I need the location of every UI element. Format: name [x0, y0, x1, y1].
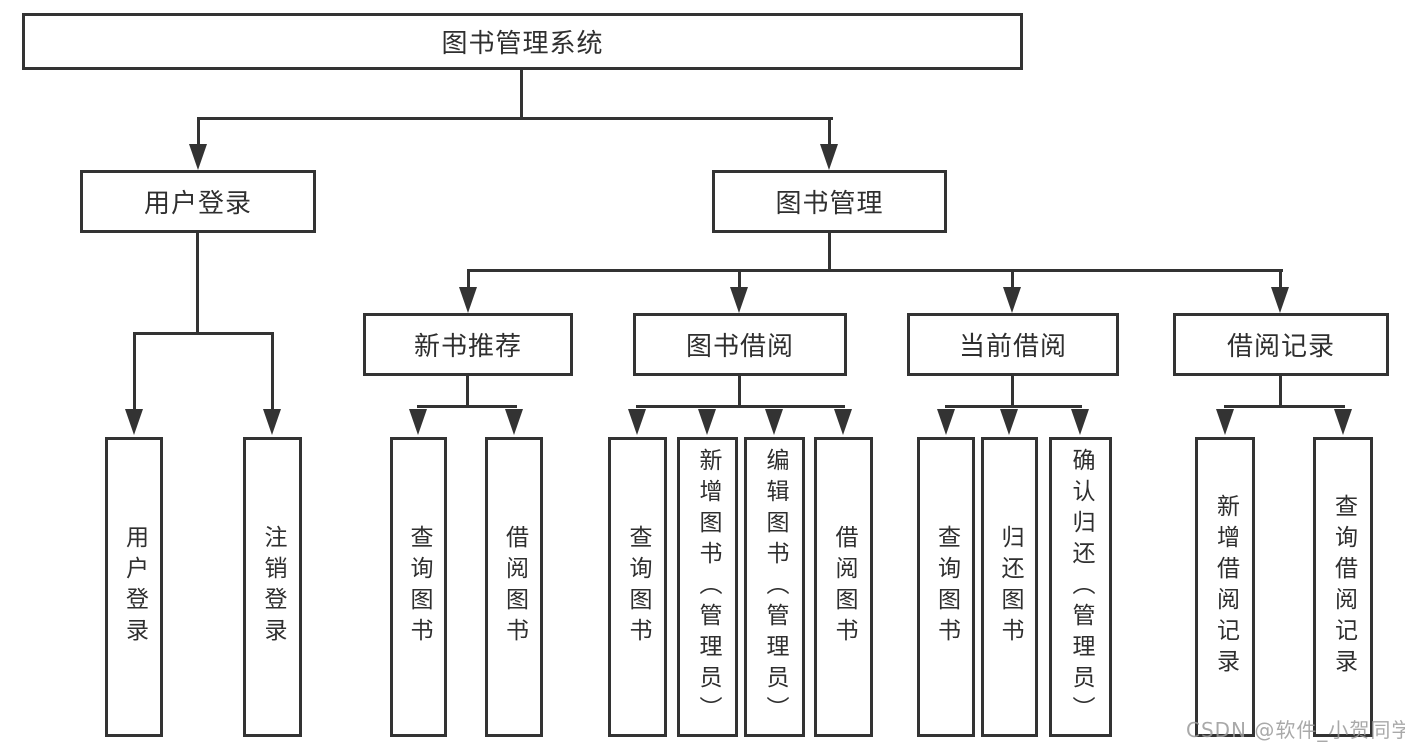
connector-user-login-drop-right — [271, 332, 274, 410]
node-borrowing-records-label: 借阅记录 — [1226, 332, 1335, 362]
connector-level3-rail — [467, 269, 1283, 272]
leaf-cb-query-books-label: 查询图书 — [933, 525, 960, 649]
connector-book-management-stem — [828, 233, 831, 272]
arrowhead-leaf-logout — [263, 409, 281, 435]
node-book-management: 图书管理 — [712, 170, 947, 233]
arrowhead-borrow-records — [1271, 287, 1289, 313]
arrowhead-new-book-rec — [459, 287, 477, 313]
connector-bb-stem — [738, 376, 741, 407]
node-new-book-recommendation-label: 新书推荐 — [413, 332, 522, 362]
arrowhead-bb-query — [628, 409, 646, 435]
arrowhead-current-borrow — [1003, 287, 1021, 313]
leaf-bb-edit-books-admin-label: 编辑图书（管理员） — [762, 447, 788, 727]
connector-root-stem — [520, 67, 523, 119]
arrowhead-bb-borrow — [834, 409, 852, 435]
arrowhead-cb-return — [1000, 409, 1018, 435]
connector-level2-drop-right — [828, 117, 831, 146]
node-book-borrowing: 图书借阅 — [633, 313, 847, 376]
arrowhead-user-login — [189, 144, 207, 170]
connector-level3-drop-1 — [467, 269, 470, 289]
arrowhead-bb-add — [698, 409, 716, 435]
csdn-watermark: CSDN @软件_小贺同学 — [1186, 718, 1405, 742]
arrowhead-book-borrow — [730, 287, 748, 313]
node-new-book-recommendation: 新书推荐 — [363, 313, 573, 376]
leaf-cb-query-books: 查询图书 — [917, 437, 975, 737]
leaf-nbr-query-books: 查询图书 — [390, 437, 447, 737]
arrowhead-cb-query — [937, 409, 955, 435]
leaf-user-login-label: 用户登录 — [121, 525, 148, 649]
node-book-borrowing-label: 图书借阅 — [685, 332, 794, 362]
leaf-logout-label: 注销登录 — [260, 525, 286, 649]
node-root: 图书管理系统 — [22, 13, 1023, 70]
leaf-br-query-record: 查询借阅记录 — [1313, 437, 1373, 737]
connector-cb-stem — [1011, 376, 1014, 407]
node-current-borrowing-label: 当前借阅 — [958, 332, 1067, 362]
leaf-logout: 注销登录 — [243, 437, 302, 737]
connector-br-rail — [1224, 405, 1345, 408]
arrowhead-br-query — [1334, 409, 1352, 435]
leaf-nbr-query-books-label: 查询图书 — [406, 525, 432, 649]
connector-user-login-drop-left — [133, 332, 136, 410]
connector-level3-drop-4 — [1279, 269, 1282, 289]
connector-user-login-stem — [196, 233, 199, 335]
leaf-cb-return-books-label: 归还图书 — [997, 525, 1023, 649]
leaf-bb-query-books-label: 查询图书 — [625, 525, 651, 649]
connector-bb-rail — [636, 405, 845, 408]
leaf-br-query-record-label: 查询借阅记录 — [1330, 494, 1357, 680]
leaf-user-login: 用户登录 — [105, 437, 163, 737]
connector-level3-drop-3 — [1011, 269, 1014, 289]
leaf-bb-add-books-admin: 新增图书（管理员） — [677, 437, 738, 737]
connector-br-stem — [1279, 376, 1282, 407]
leaf-br-add-record: 新增借阅记录 — [1195, 437, 1255, 737]
node-book-management-label: 图书管理 — [775, 189, 884, 219]
node-user-login-label: 用户登录 — [143, 189, 252, 219]
leaf-bb-edit-books-admin: 编辑图书（管理员） — [744, 437, 805, 737]
connector-level2-drop-left — [197, 117, 200, 146]
arrowhead-nbr-borrow — [505, 409, 523, 435]
leaf-bb-borrow-books: 借阅图书 — [814, 437, 873, 737]
connector-level3-drop-2 — [738, 269, 741, 289]
node-root-label: 图书管理系统 — [441, 29, 604, 59]
arrowhead-br-add — [1216, 409, 1234, 435]
leaf-cb-confirm-return-admin: 确认归还（管理员） — [1049, 437, 1112, 737]
node-borrowing-records: 借阅记录 — [1173, 313, 1389, 376]
leaf-bb-add-books-admin-label: 新增图书（管理员） — [695, 447, 721, 727]
connector-level2-rail — [197, 117, 833, 120]
connector-nbr-stem — [466, 376, 469, 407]
connector-nbr-rail — [417, 405, 517, 408]
node-current-borrowing: 当前借阅 — [907, 313, 1119, 376]
leaf-br-add-record-label: 新增借阅记录 — [1212, 494, 1239, 680]
node-user-login: 用户登录 — [80, 170, 316, 233]
arrowhead-nbr-query — [409, 409, 427, 435]
leaf-bb-borrow-books-label: 借阅图书 — [831, 525, 857, 649]
arrowhead-leaf-user-login — [125, 409, 143, 435]
connector-user-login-rail — [133, 332, 274, 335]
connector-cb-rail — [945, 405, 1082, 408]
arrowhead-bb-edit — [765, 409, 783, 435]
leaf-bb-query-books: 查询图书 — [608, 437, 667, 737]
leaf-nbr-borrow-books: 借阅图书 — [485, 437, 543, 737]
arrowhead-cb-confirm — [1071, 409, 1089, 435]
arrowhead-book-management — [820, 144, 838, 170]
leaf-cb-return-books: 归还图书 — [981, 437, 1038, 737]
leaf-cb-confirm-return-admin-label: 确认归还（管理员） — [1068, 447, 1094, 727]
leaf-nbr-borrow-books-label: 借阅图书 — [501, 525, 528, 649]
